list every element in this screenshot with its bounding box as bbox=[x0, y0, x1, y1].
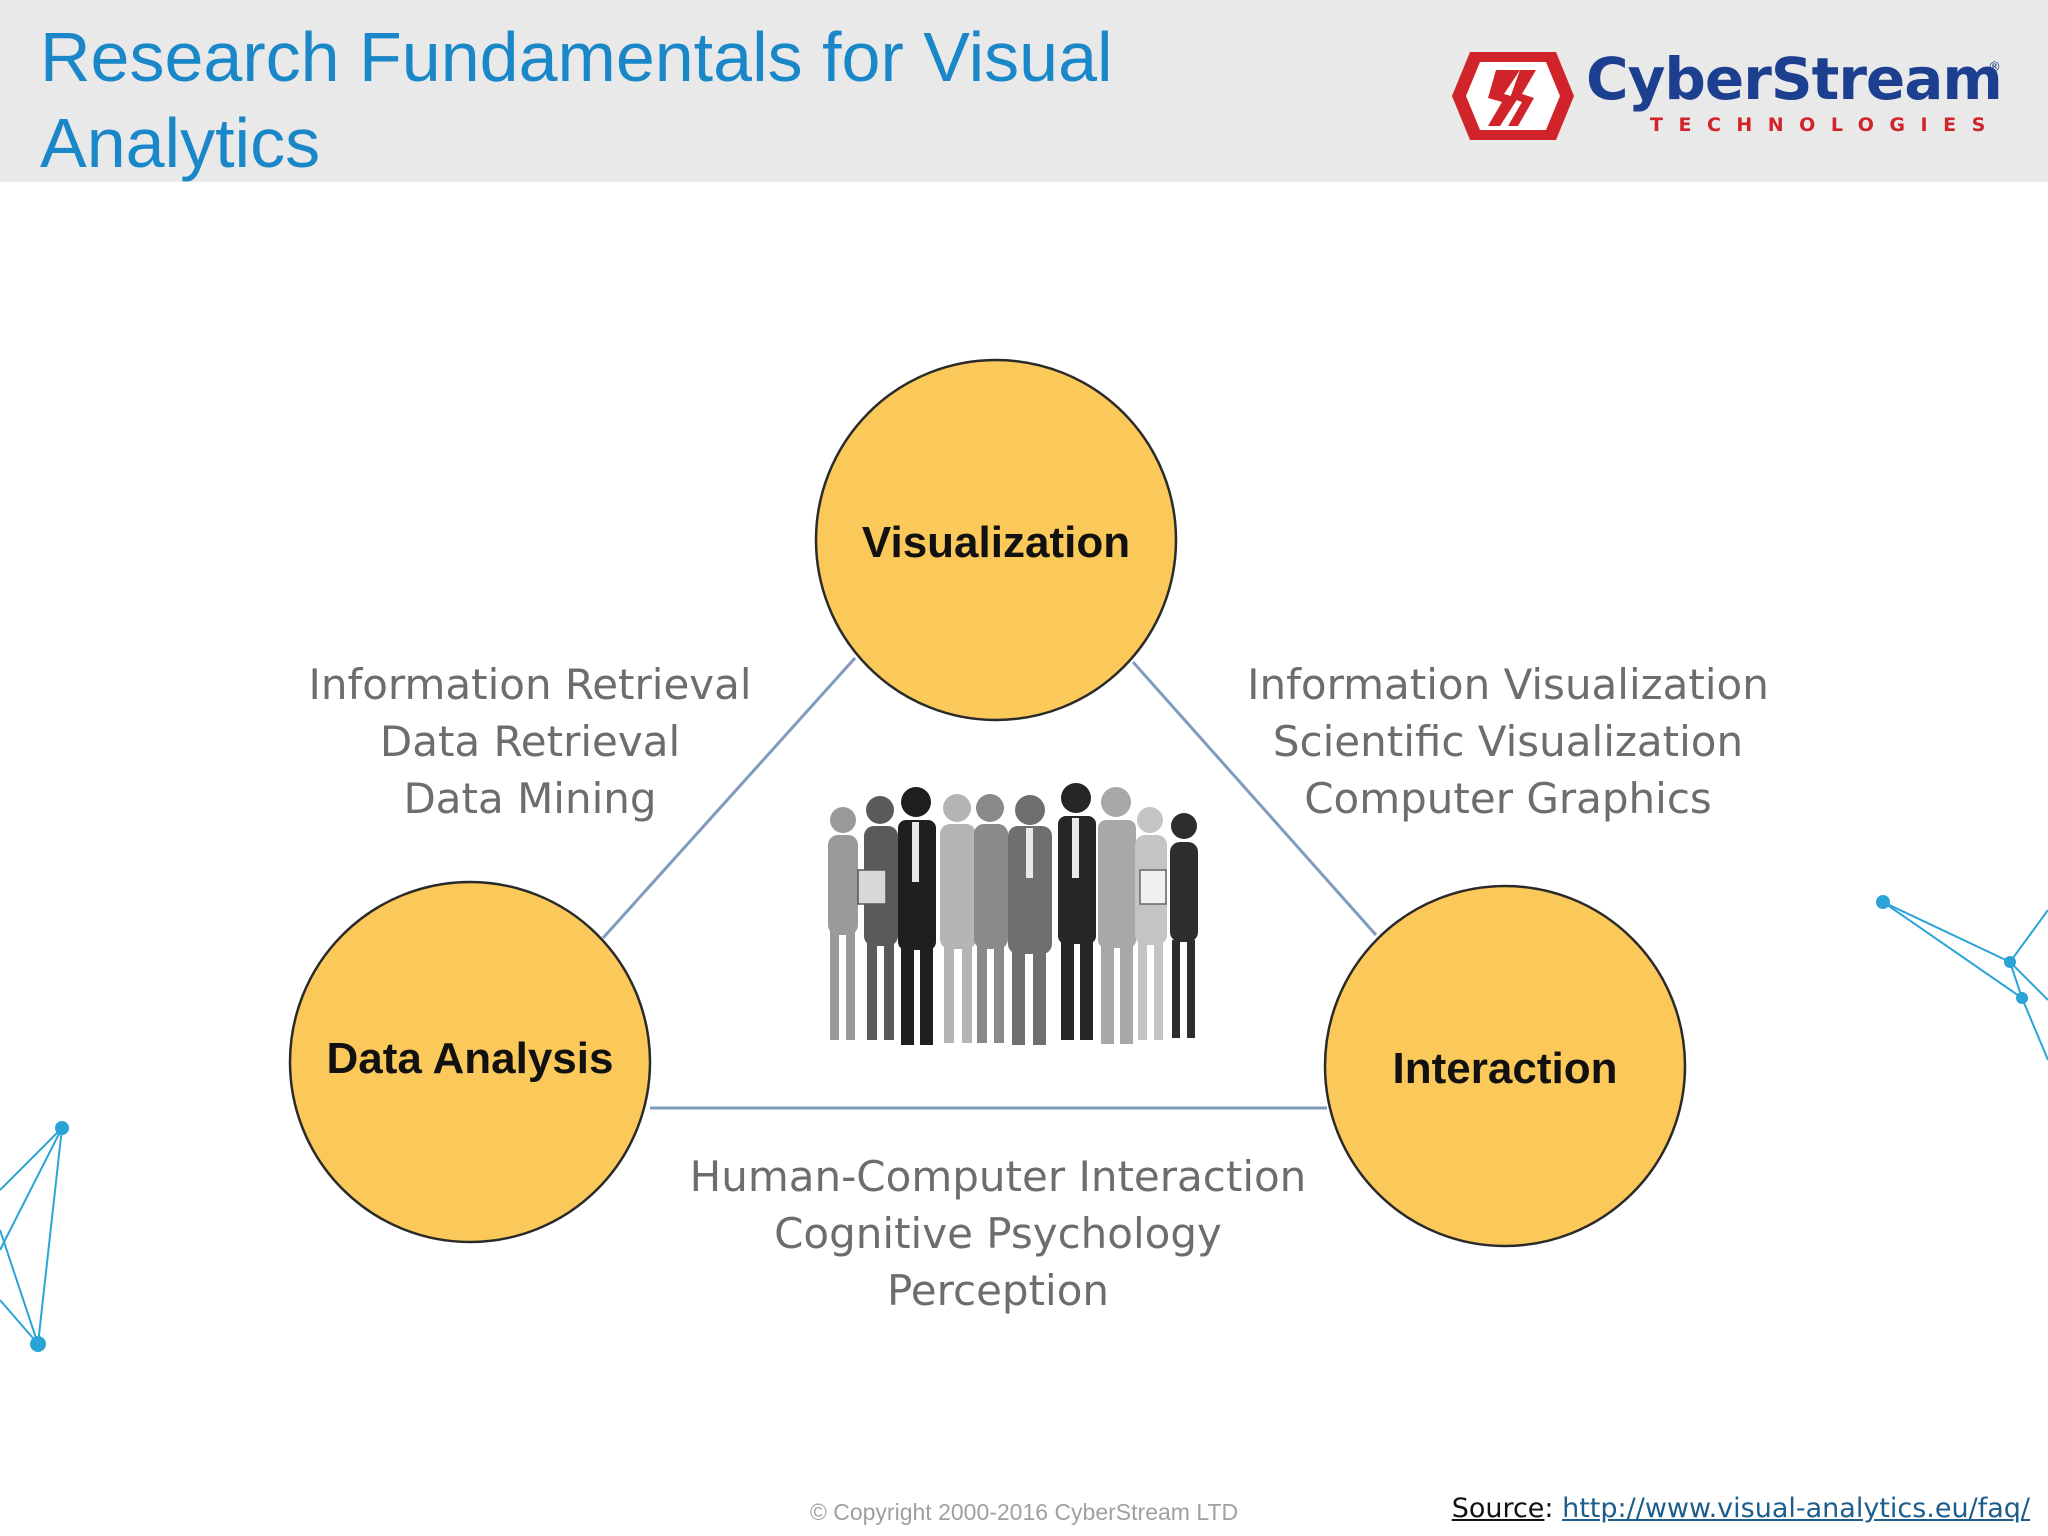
decorative-network-left bbox=[0, 1121, 69, 1352]
field-item: Data Retrieval bbox=[379, 717, 681, 766]
cyberstream-logo-icon bbox=[1452, 52, 1574, 140]
field-item: Information Retrieval bbox=[308, 660, 752, 709]
field-item: Perception bbox=[886, 1266, 1110, 1315]
connector-visualization-data-analysis bbox=[601, 656, 857, 940]
source-link[interactable]: http://www.visual-analytics.eu/faq/ bbox=[1562, 1493, 2030, 1524]
node-interaction-label: Interaction bbox=[1392, 1044, 1618, 1093]
source-label: Source bbox=[1451, 1493, 1545, 1524]
field-item: Human-Computer Interaction bbox=[689, 1152, 1307, 1201]
field-item: Information Visualization bbox=[1247, 660, 1769, 709]
node-data-analysis-label: Data Analysis bbox=[326, 1034, 614, 1083]
diagram-connectors bbox=[601, 656, 1378, 1110]
node-visualization-circle bbox=[814, 358, 1178, 722]
source-separator: : bbox=[1544, 1493, 1563, 1524]
copyright-notice: © Copyright 2000-2016 CyberStream LTD bbox=[809, 1499, 1239, 1525]
node-interaction-circle bbox=[1323, 884, 1687, 1248]
edge-fields-bottom: Human-Computer Interaction Cognitive Psy… bbox=[648, 1148, 1348, 1319]
field-item: Data Mining bbox=[403, 774, 657, 823]
company-logo: CyberStream ® TECHNOLOGIES bbox=[1448, 46, 2008, 146]
slide-header: Research Fundamentals for Visual Analyti… bbox=[0, 0, 2048, 182]
decorative-network-right bbox=[1876, 895, 2048, 1061]
node-data-analysis-circle bbox=[288, 880, 652, 1244]
connector-visualization-interaction bbox=[1131, 661, 1378, 936]
node-visualization-label: Visualization bbox=[861, 518, 1131, 567]
logo-registered-mark: ® bbox=[1988, 60, 2001, 75]
field-item: Cognitive Psychology bbox=[774, 1209, 1222, 1258]
source-citation: Source: http://www.visual-analytics.eu/f… bbox=[1452, 1493, 2030, 1524]
edge-fields-right: Information Visualization Scientific Vis… bbox=[1178, 656, 1838, 827]
logo-wordmark: CyberStream bbox=[1586, 45, 2003, 113]
edge-fields-left: Information Retrieval Data Retrieval Dat… bbox=[230, 656, 830, 827]
slide-title: Research Fundamentals for Visual Analyti… bbox=[40, 18, 1113, 182]
logo-subtitle: TECHNOLOGIES bbox=[1650, 114, 2001, 136]
field-item: Scientific Visualization bbox=[1272, 717, 1744, 766]
people-group-icon bbox=[828, 783, 1198, 1045]
field-item: Computer Graphics bbox=[1304, 774, 1712, 823]
